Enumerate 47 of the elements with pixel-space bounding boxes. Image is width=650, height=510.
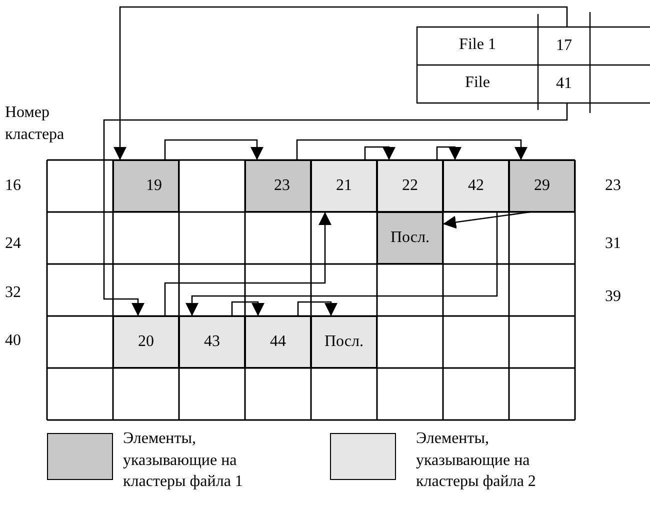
arrow xyxy=(164,139,264,160)
cell-value: 22 xyxy=(402,177,418,195)
row-number: 31 xyxy=(605,234,622,254)
fat-entry-cell xyxy=(113,316,179,368)
cell-value: Посл. xyxy=(390,229,430,247)
arrow xyxy=(186,212,498,316)
arrow xyxy=(296,139,528,160)
cell-value: 43 xyxy=(204,333,220,351)
fat-entry-cell xyxy=(443,160,509,212)
cell-value: 17 xyxy=(556,37,572,55)
row-number: 40 xyxy=(5,331,22,351)
cell-value: 20 xyxy=(138,333,154,351)
fat-entry-cell xyxy=(377,212,443,264)
fat-entry-cell xyxy=(509,160,575,212)
arrow xyxy=(364,146,396,160)
arrow xyxy=(103,103,568,316)
row-number: 39 xyxy=(605,287,622,307)
fat-entry-cell xyxy=(377,160,443,212)
cell-value: 29 xyxy=(534,177,550,195)
arrow xyxy=(231,301,264,316)
row-number: 24 xyxy=(5,234,22,254)
arrow xyxy=(297,301,338,316)
arrow xyxy=(436,146,462,160)
cell-value: 42 xyxy=(468,177,484,195)
fat-entry-cell xyxy=(179,316,245,368)
arrow xyxy=(114,6,568,160)
fat-entry-cell xyxy=(311,160,377,212)
fat-entry-cell xyxy=(311,316,377,368)
arrow xyxy=(164,212,332,316)
cell-value: 21 xyxy=(336,177,352,195)
file-name: File xyxy=(464,73,491,93)
fat-entry-cell xyxy=(113,160,179,212)
cell-value: 44 xyxy=(270,333,286,351)
axis-title: Номер кластера xyxy=(5,103,66,145)
fat-entry-cell xyxy=(245,160,311,212)
arrow xyxy=(442,211,530,229)
cell-value: Посл. xyxy=(324,333,364,351)
fat-entry-cell xyxy=(245,316,311,368)
file-name: File 1 xyxy=(458,35,497,55)
cell-value: 41 xyxy=(556,75,572,93)
cell-value: 23 xyxy=(274,177,290,195)
row-number: 32 xyxy=(5,283,22,303)
cell-value: 19 xyxy=(146,177,162,195)
row-number: 23 xyxy=(605,176,622,196)
row-number: 16 xyxy=(5,176,22,196)
legend-text: Элементы, указывающие на кластеры файла 1 xyxy=(123,429,244,492)
legend-text: Элементы, указывающие на кластеры файла 2 xyxy=(416,429,537,492)
